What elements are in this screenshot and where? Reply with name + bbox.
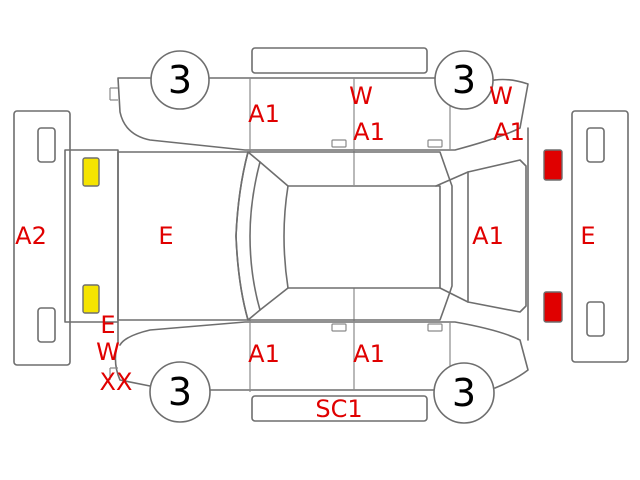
code-front-corner-1: E (100, 311, 115, 339)
wheel-rear-right: 3 (434, 50, 494, 110)
code-front-right-fender: A1 (248, 100, 280, 128)
left-rocker-panel (251, 395, 428, 422)
code-trunk: A1 (472, 222, 504, 250)
code-rear-right-w: W (489, 82, 513, 110)
svg-text:3: 3 (168, 58, 192, 102)
cabin (235, 151, 469, 321)
code-front-left-door: A1 (353, 340, 385, 368)
rear-right-lamp (543, 291, 563, 323)
damage-codes: A2 E E W XX A1 W A1 W A1 A1 E A1 A1 SC1 (15, 82, 595, 423)
code-front-corner-2: W (96, 338, 120, 366)
code-left-rocker: SC1 (315, 395, 362, 423)
code-rear-right-a1: A1 (493, 118, 525, 146)
code-front-corner-3: XX (100, 368, 133, 396)
trunk (467, 159, 527, 313)
wheel-front-right: 3 (150, 50, 210, 110)
rear-left-lamp (543, 149, 563, 181)
front-right-lamp (82, 284, 100, 314)
svg-text:3: 3 (168, 370, 192, 414)
right-rocker-panel (251, 47, 428, 74)
wheel-front-left: 3 (149, 361, 211, 423)
svg-text:3: 3 (452, 371, 476, 415)
car-body-outline (64, 77, 529, 391)
body-panel-lines (109, 78, 451, 392)
code-front-right-door-a1: A1 (353, 118, 385, 146)
code-rear-bumper: E (580, 222, 595, 250)
code-front-left-fender: A1 (248, 340, 280, 368)
svg-text:3: 3 (452, 58, 476, 102)
code-front-right-door-w: W (349, 82, 373, 110)
wheel-rear-left: 3 (433, 362, 495, 424)
rear-bumper (571, 110, 629, 363)
code-hood: E (158, 222, 173, 250)
code-front-bumper: A2 (15, 222, 47, 250)
front-bumper (13, 110, 71, 366)
hood (117, 151, 249, 321)
front-left-lamp (82, 157, 100, 187)
